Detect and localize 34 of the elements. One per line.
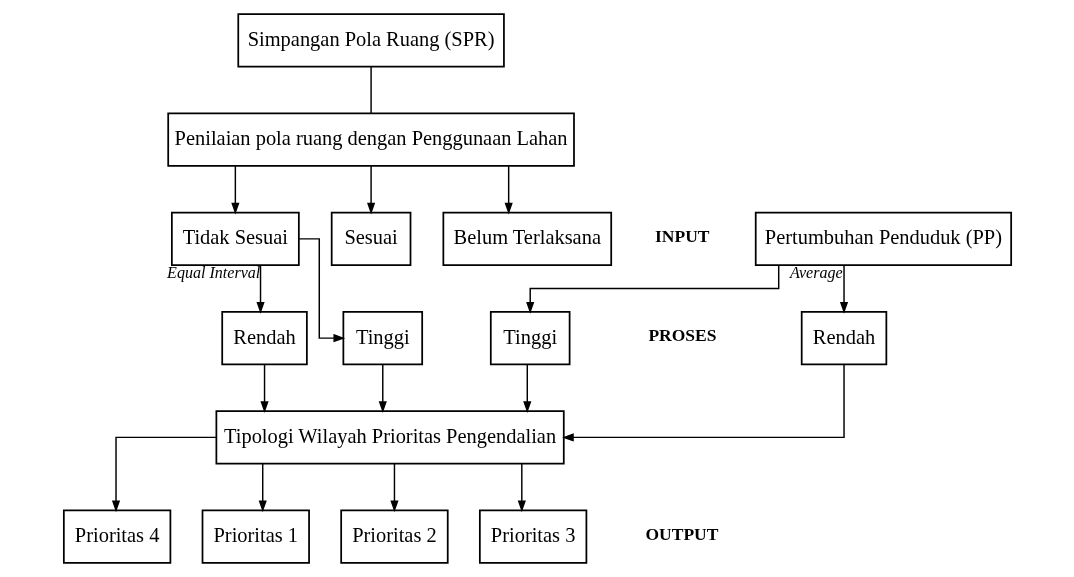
node-box: Rendah <box>220 310 308 366</box>
node-box: Prioritas 2 <box>339 509 449 564</box>
arrow <box>259 364 269 413</box>
arrow <box>561 364 845 442</box>
arrow <box>111 436 217 513</box>
node-box: Rendah <box>800 310 887 366</box>
arrow <box>839 264 848 314</box>
arrow <box>522 364 531 413</box>
arrow <box>525 264 779 314</box>
arrow <box>378 364 387 413</box>
node-box: Tinggi <box>342 310 423 366</box>
node-box: Prioritas 1 <box>201 509 310 564</box>
arrow <box>504 165 513 215</box>
arrow <box>230 165 239 215</box>
arrow <box>258 463 267 513</box>
arrow <box>517 463 526 513</box>
label: PROSES <box>647 325 717 346</box>
arrow <box>297 238 345 343</box>
connector <box>369 66 372 114</box>
arrow <box>389 463 399 513</box>
node-box: Tipologi Wilayah Prioritas Pengendalian <box>215 410 565 465</box>
node-box: Prioritas 3 <box>478 509 587 564</box>
node-box: Sesuai <box>330 211 411 267</box>
node-box: Penilaian pola ruang dengan Penggunaan Lahan <box>166 112 575 167</box>
node-box: Prioritas 4 <box>62 509 171 564</box>
node-box: Simpangan Pola Ruang (SPR) <box>236 13 505 68</box>
label: INPUT <box>654 225 709 246</box>
label: OUTPUT <box>645 523 718 544</box>
arrow <box>255 264 265 314</box>
node-box: Belum Terlaksana <box>441 211 612 267</box>
arrow <box>366 165 375 215</box>
node-box: Pertumbuhan Penduduk (PP) <box>754 211 1012 267</box>
node-box: Tinggi <box>489 310 570 366</box>
node-box: Tidak Sesuai <box>170 211 300 267</box>
